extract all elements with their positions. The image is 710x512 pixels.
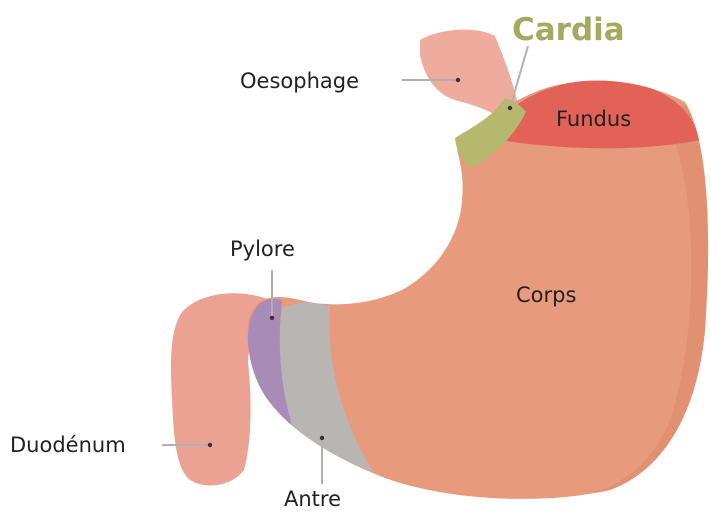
label-duodenum: Duodénum bbox=[10, 433, 126, 457]
label-antre: Antre bbox=[284, 487, 341, 511]
label-corps: Corps bbox=[516, 283, 576, 307]
label-cardia: Cardia bbox=[512, 12, 625, 48]
label-pylore: Pylore bbox=[230, 237, 295, 261]
label-fundus: Fundus bbox=[556, 107, 631, 131]
label-oesophage: Oesophage bbox=[240, 69, 359, 93]
